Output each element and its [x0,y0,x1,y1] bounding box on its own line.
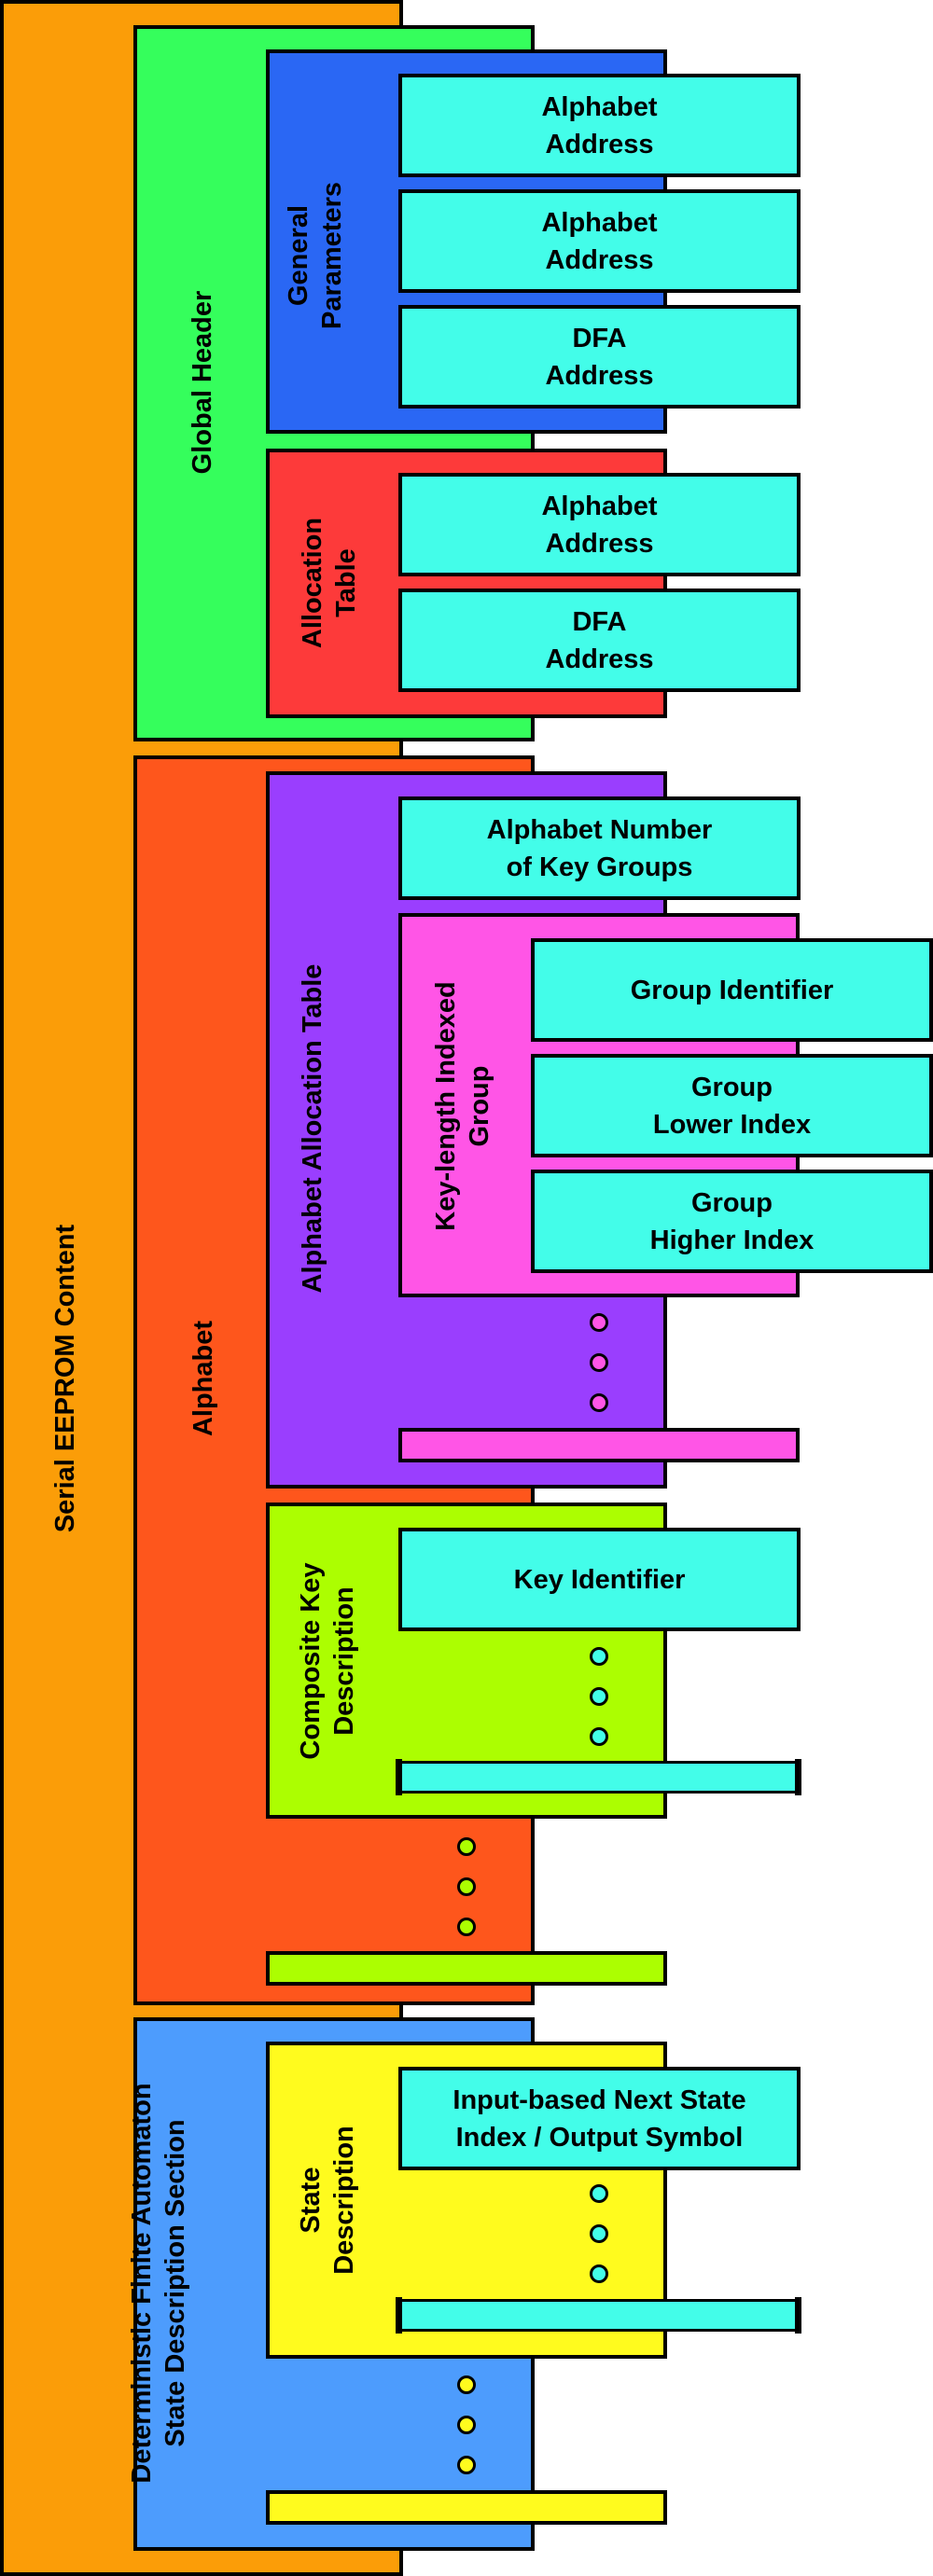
continuation-dot [590,1687,608,1706]
gp-dfa-address: DFA Address [398,305,801,409]
key-length-group-end-bar [398,1428,800,1462]
continuation-dot [590,1313,608,1332]
continuation-dot [590,2264,608,2283]
dfa-state-description-section-label: Deterministic Finite Automaton State Des… [127,2083,190,2484]
continuation-dot [457,1837,476,1856]
continuation-dot [457,1918,476,1936]
composite-key-description-label: Composite Key Description [296,1562,359,1760]
global-header-label: Global Header [188,290,217,475]
gp-alphabet-address-2: Alphabet Address [398,189,801,293]
composite-key-end-bar [266,1951,667,1986]
alphabet-allocation-table-label: Alphabet Allocation Table [298,963,327,1294]
continuation-dot [457,2375,476,2394]
continuation-dot [457,1877,476,1896]
end-bar-right-cap [795,2297,801,2334]
serial-eeprom-content-label: Serial EEPROM Content [50,1224,80,1533]
continuation-dot [457,2416,476,2434]
group-identifier: Group Identifier [531,938,933,1042]
state-description-label: State Description [296,2126,359,2275]
end-bar-left-cap [396,1759,402,1795]
group-lower-index: Group Lower Index [531,1054,933,1157]
continuation-dot [590,1353,608,1372]
continuation-dot [457,2456,476,2474]
continuation-dot [590,1727,608,1746]
alphabet-number-of-key-groups: Alphabet Number of Key Groups [398,796,801,900]
gp-alphabet-address-1: Alphabet Address [398,74,801,177]
input-based-next-state: Input-based Next State Index / Output Sy… [398,2067,801,2170]
continuation-dot [590,1393,608,1412]
at-dfa-address: DFA Address [398,589,801,692]
key-length-indexed-group-label: Key-length Indexed Group [431,981,494,1231]
at-alphabet-address: Alphabet Address [398,473,801,576]
end-bar-left-cap [396,2297,402,2334]
key-identifier-end-bar [398,1761,800,1794]
continuation-dot [590,1647,608,1666]
next-state-end-bar [398,2299,800,2332]
end-bar-right-cap [795,1759,801,1795]
alphabet-label: Alphabet [188,1320,218,1437]
state-description-end-bar [266,2490,667,2525]
general-parameters-label: General Parameters [284,182,347,329]
continuation-dot [590,2184,608,2203]
key-identifier: Key Identifier [398,1528,801,1631]
group-higher-index: Group Higher Index [531,1170,933,1273]
allocation-table-label: Allocation Table [298,517,361,649]
continuation-dot [590,2224,608,2243]
